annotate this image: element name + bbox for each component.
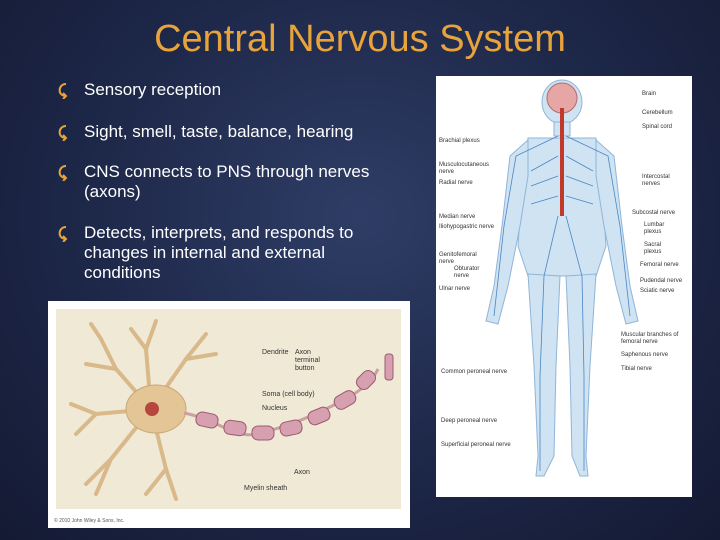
- label-dendrite: Dendrite: [262, 349, 289, 356]
- label-saphenous: Saphenous nerve: [621, 352, 669, 358]
- bullet-text: CNS connects to PNS through nerves (axon…: [84, 162, 370, 201]
- label-axon-terminal: Axon terminal button: [295, 349, 320, 372]
- neuron-illustration: [69, 319, 394, 501]
- curved-arrow-icon: [58, 83, 68, 99]
- bullet-text: Detects, interprets, and responds to cha…: [84, 223, 354, 282]
- label-pudendal: Pudendal nerve: [640, 278, 683, 284]
- label-muscular-branches: Muscular branches of femoral nerve: [621, 332, 679, 345]
- bullet-item: CNS connects to PNS through nerves (axon…: [54, 162, 414, 202]
- label-subcostal: Subcostal nerve: [632, 210, 676, 216]
- label-soma: Soma (cell body): [262, 391, 315, 398]
- copyright-text: © 2010 John Wiley & Sons, Inc.: [54, 518, 125, 524]
- label-superficial-peroneal: Superficial peroneal nerve: [441, 442, 511, 448]
- label-genitofemoral: Genitofemoral nerve: [439, 252, 477, 265]
- label-brachial-plexus: Brachial plexus: [439, 138, 480, 144]
- label-radial: Radial nerve: [439, 180, 473, 186]
- label-axon: Axon: [294, 469, 310, 476]
- label-musculocutaneous: Musculocutaneous nerve: [439, 162, 490, 175]
- label-nucleus: Nucleus: [262, 405, 288, 412]
- bullet-item: Sight, smell, taste, balance, hearing: [54, 122, 353, 142]
- curved-arrow-icon: [58, 165, 68, 181]
- label-median: Median nerve: [439, 214, 476, 220]
- label-obturator: Obturator nerve: [454, 266, 480, 279]
- label-lumbar-plexus: Lumbar plexus: [644, 222, 665, 235]
- curved-arrow-icon: [58, 226, 68, 242]
- label-cerebellum: Cerebellum: [642, 110, 673, 116]
- label-ulnar: Ulnar nerve: [439, 286, 471, 292]
- label-deep-peroneal: Deep peroneal nerve: [441, 418, 498, 424]
- neuron-figure: Dendrite Axon terminal button Soma (cell…: [48, 301, 410, 528]
- label-brain: Brain: [642, 91, 657, 97]
- curved-arrow-icon: [58, 125, 68, 141]
- label-sacral-plexus: Sacral plexus: [644, 242, 662, 255]
- label-spinal-cord: Spinal cord: [642, 124, 673, 130]
- label-tibial: Tibial nerve: [621, 366, 652, 372]
- label-common-peroneal: Common peroneal nerve: [441, 369, 508, 375]
- bullet-item: Detects, interprets, and responds to cha…: [54, 223, 404, 283]
- label-intercostal: Intercostal nerves: [642, 174, 670, 187]
- bullet-text: Sight, smell, taste, balance, hearing: [84, 122, 354, 141]
- label-myelin: Myelin sheath: [244, 485, 288, 492]
- label-femoral: Femoral nerve: [640, 262, 679, 268]
- neuron-figure-background: [56, 309, 401, 509]
- bullet-item: Sensory reception: [54, 80, 221, 100]
- label-iliohypogastric: Iliohypogastric nerve: [439, 224, 495, 230]
- body-nerve-figure: Brain Cerebellum Spinal cord Brachial pl…: [436, 76, 692, 497]
- body-illustration: [485, 79, 639, 477]
- bullet-text: Sensory reception: [84, 80, 222, 99]
- label-sciatic: Sciatic nerve: [640, 288, 675, 294]
- slide-title: Central Nervous System: [154, 18, 566, 60]
